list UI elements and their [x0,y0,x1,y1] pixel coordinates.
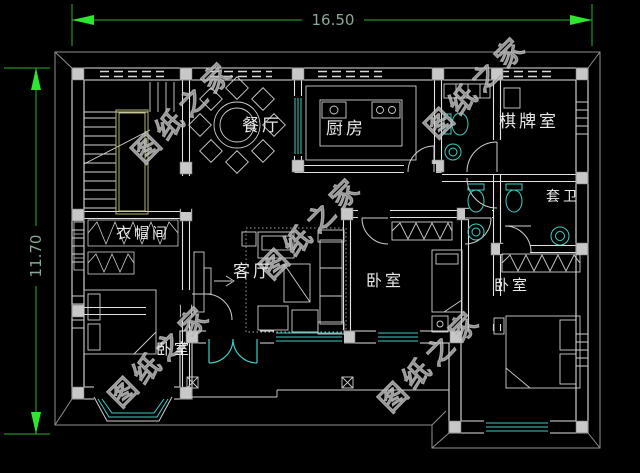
dimension-top: 16.50 [71,4,593,46]
toilet [467,183,485,213]
room-label-ensuite-bath: 套卫 [546,189,580,205]
bathroom-fixtures [443,112,570,246]
bedroom-mid-furniture [391,221,463,333]
room-label-dining: 餐厅 [242,116,282,136]
tv-arrow [214,275,235,287]
entry-french-doors [208,338,258,364]
game-room-table [443,83,521,109]
dimension-left: 11.70 [4,67,50,435]
sink [550,226,570,246]
room-label-cloakroom: 衣帽间 [116,224,170,242]
watermark: 图纸之家 [373,303,489,419]
stair-railing [115,109,149,215]
dim-arrow-down [31,412,41,434]
dim-height-value: 11.70 [27,235,45,278]
toilet [505,183,523,213]
dim-width-value: 16.50 [312,11,355,29]
room-label-bedroom-right: 卧室 [494,276,530,294]
room-label-bedroom-left: 卧室 [156,340,192,358]
terrace-post [186,376,199,389]
room-label-bedroom-mid: 卧室 [366,271,404,290]
bedroom-right-furniture [493,253,581,389]
room-label-living: 客厅 [233,262,273,282]
bay-window [97,398,169,418]
terrace-post [341,376,354,389]
windows-cyan [97,98,548,432]
sink [467,223,485,241]
side-wall-windows [72,101,588,367]
top-wall-windows [100,70,552,78]
room-label-game-room: 棋牌室 [499,112,559,132]
room-labels: 餐厅 厨房 棋牌室 套卫 衣帽间 客厅 卧室 卧室 卧室 [116,112,580,358]
stairs [83,82,175,215]
bay-window-frame [93,396,173,422]
dim-arrow-right [570,15,592,25]
toilet [443,112,469,136]
kitchen-counter [305,85,417,161]
dining-table-set [188,76,286,174]
tv-set [203,267,212,295]
living-room-furniture [193,227,347,335]
room-label-kitchen: 厨房 [326,119,366,139]
bedroom-left-furniture [83,289,157,355]
eave-outline [54,51,601,449]
dim-arrow-up [31,68,41,90]
terrace [186,376,449,398]
sink [444,143,462,161]
dim-arrow-left [72,15,94,25]
cloakroom-wardrobe [73,219,179,275]
door-arcs [192,141,532,321]
